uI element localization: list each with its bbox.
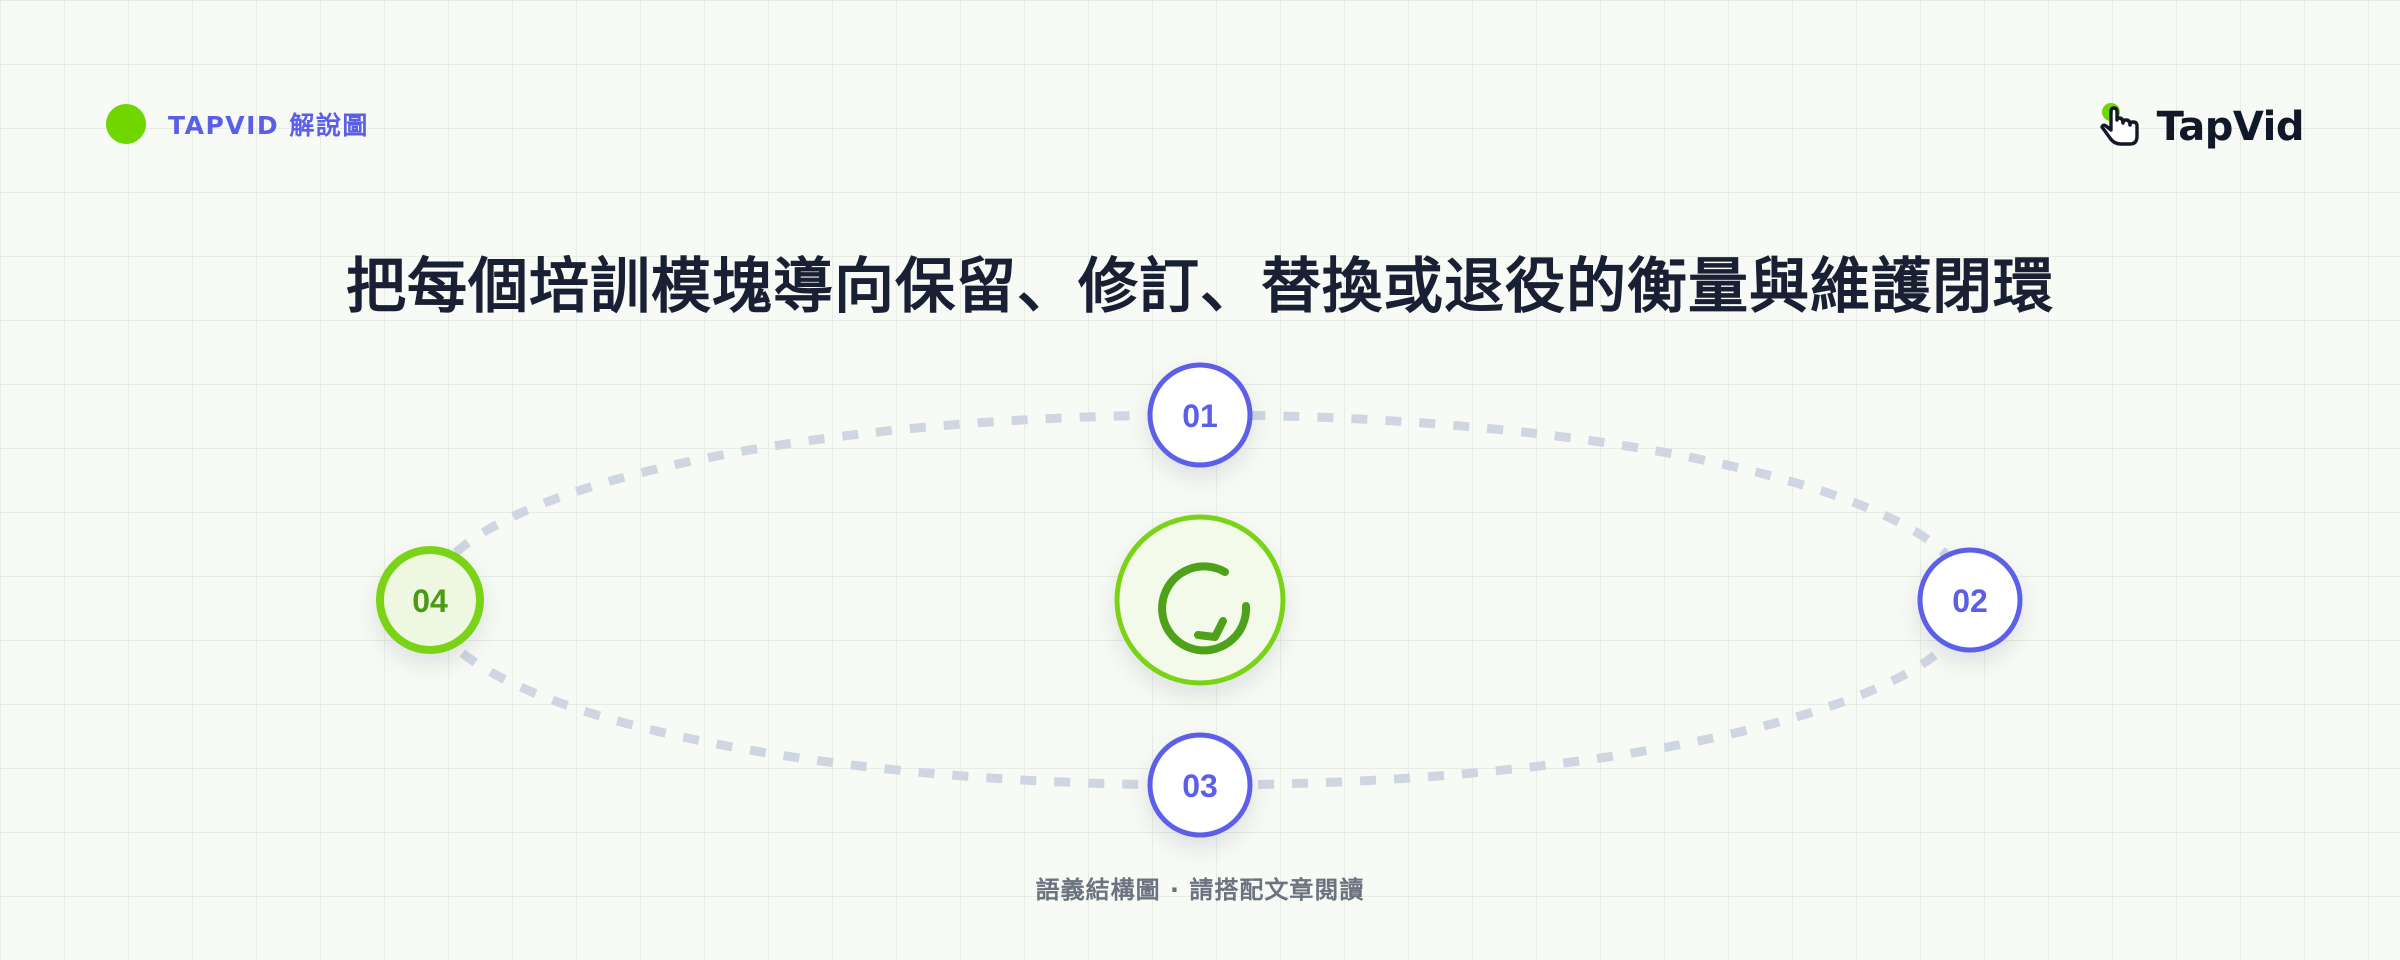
step-node-01: 01 — [1147, 362, 1253, 468]
footer-note: 語義結構圖 · 請搭配文章閱讀 — [1035, 876, 1365, 904]
step-label-01: 01 — [1182, 398, 1218, 434]
brand-tag: TAPVID 解說圖 — [106, 104, 369, 144]
step-node-03: 03 — [1147, 732, 1253, 838]
page-title: 把每個培訓模塊導向保留、修訂、替換或退役的衡量與維護閉環 — [346, 252, 2054, 322]
step-label-03: 03 — [1182, 768, 1218, 804]
step-node-02: 02 — [1917, 547, 2023, 653]
logo-text: TapVid — [2156, 104, 2305, 150]
center-hub — [1114, 514, 1286, 686]
pointer-hand-icon — [2099, 103, 2139, 146]
step-label-04: 04 — [412, 583, 448, 619]
brand-tag-label: TAPVID 解說圖 — [168, 111, 369, 140]
step-label-02: 02 — [1952, 583, 1988, 619]
refresh-cycle-icon — [1158, 562, 1251, 655]
brand-dot — [106, 104, 146, 144]
tapvid-logo: TapVid — [2097, 100, 2305, 154]
step-node-04: 04 — [376, 546, 484, 654]
